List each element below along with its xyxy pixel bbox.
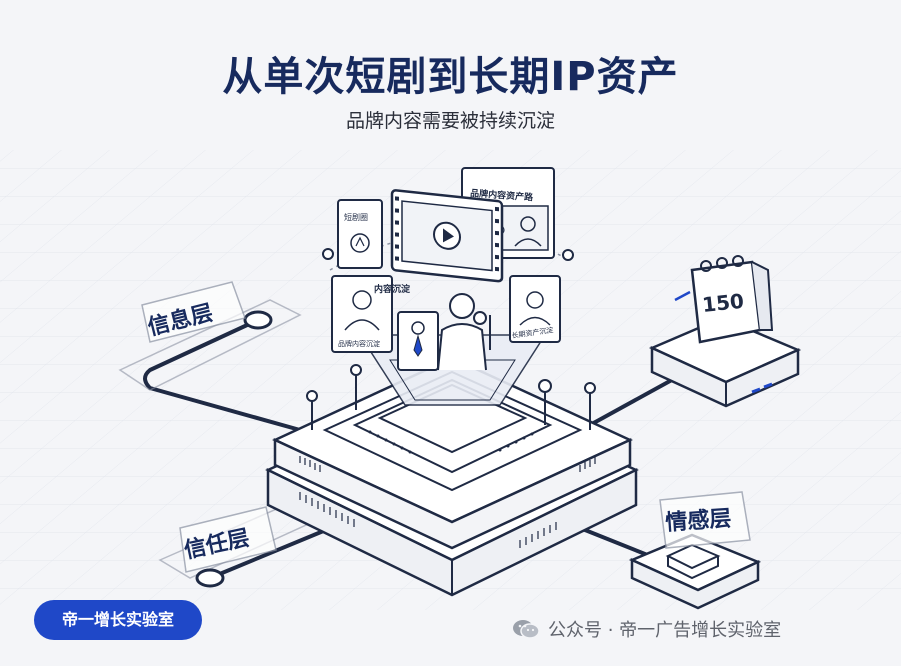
main-platform	[265, 334, 639, 597]
emotion-platform	[628, 533, 762, 610]
right-card-caption: 长期资产沉淀	[511, 325, 554, 340]
trust-layer-label: 信任层	[182, 525, 252, 564]
wechat-icon	[512, 618, 540, 640]
footer-attribution: 公众号 · 帝一广告增长实验室	[512, 614, 781, 644]
content-tag-label: 内容沉淀	[374, 283, 411, 295]
page-subtitle: 品牌内容需要被持续沉淀	[345, 110, 555, 132]
layer-label-frames	[141, 281, 751, 573]
floating-cards	[322, 167, 574, 371]
floor-grid	[0, 150, 901, 610]
brand-badge: 帝一增长实验室	[34, 600, 202, 640]
info-layer-label: 信息层	[145, 300, 215, 341]
calendar-platform	[648, 255, 802, 408]
calendar-number: 150	[701, 289, 745, 317]
footer-text: 公众号 · 帝一广告增长实验室	[548, 620, 782, 641]
endpoint-rings	[195, 310, 273, 588]
left-card-caption: 品牌内容沉淀	[338, 339, 380, 348]
info-path	[143, 318, 302, 432]
connection-paths	[143, 318, 692, 580]
ground-outlines	[118, 299, 352, 579]
emotion-path	[558, 518, 662, 562]
asset-path-card-label: 品牌内容资产路	[470, 187, 535, 203]
small-tag-card-label: 短剧圈	[344, 212, 368, 222]
calendar-path	[588, 368, 692, 427]
page-title: 从单次短剧到长期IP资产	[222, 54, 679, 100]
antenna-pins	[306, 311, 596, 430]
trust-path	[208, 510, 402, 580]
emotion-layer-label: 情感层	[665, 505, 733, 536]
